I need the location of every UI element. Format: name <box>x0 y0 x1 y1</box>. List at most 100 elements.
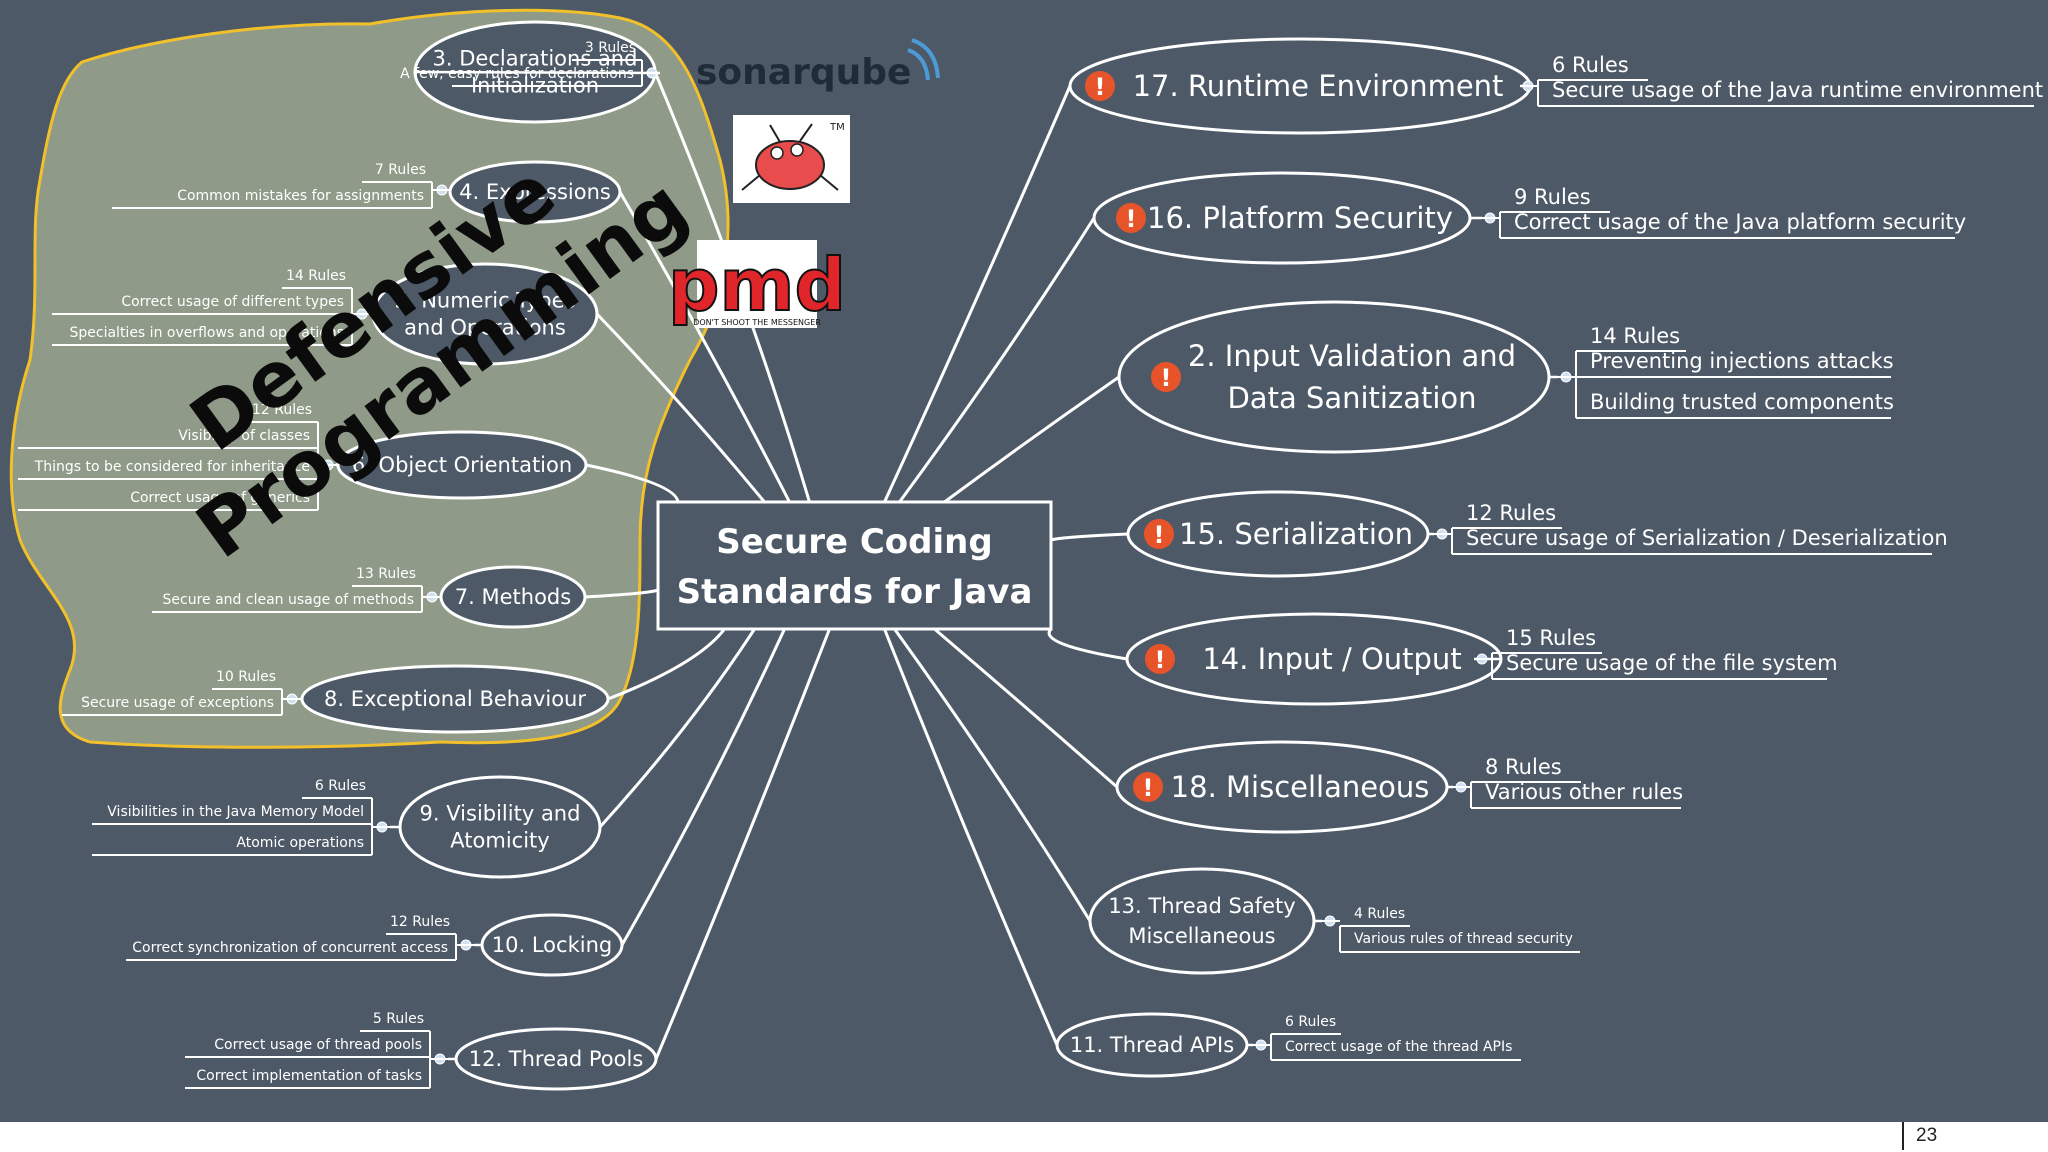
bug-eye-left <box>770 146 784 160</box>
important-mark: ! <box>1095 73 1106 101</box>
sub-rule-label: Secure usage of the file system <box>1506 651 1838 675</box>
sub-rule-label: Building trusted components <box>1590 390 1894 414</box>
pmd-wordmark: pmd <box>668 243 846 327</box>
connector-n6 <box>585 463 680 503</box>
topic-label: 15. Serialization <box>1179 517 1413 551</box>
sub-rule-label: Things to be considered for inheritance <box>34 459 310 475</box>
slide-footer <box>0 1122 2048 1152</box>
bug-leg <box>819 174 839 191</box>
important-icon: ! <box>1145 644 1175 674</box>
rule-count: 6 Rules <box>1552 53 1629 77</box>
sub-rule-label: Common mistakes for assignments <box>177 188 424 204</box>
topic-ellipse <box>1117 300 1551 454</box>
sub-rule-label: Visibility of classes <box>178 428 310 444</box>
topic-label: 9. Visibility and <box>420 802 581 826</box>
connector-n5 <box>595 312 766 503</box>
topic-label: 14. Input / Output <box>1202 642 1461 676</box>
important-icon: ! <box>1116 203 1146 233</box>
pmd-logo-bg <box>697 240 817 328</box>
rule-count: 8 Rules <box>1485 755 1562 779</box>
pmd-tagline: DON'T SHOOT THE MESSENGER <box>693 318 821 327</box>
topic-label: 2. Input Validation and <box>1188 339 1516 373</box>
rule-count: 5 Rules <box>373 1011 424 1027</box>
connector-n14 <box>1047 627 1128 661</box>
rule-count: 3 Rules <box>585 40 636 56</box>
rule-count: 6 Rules <box>1285 1014 1336 1030</box>
rule-count: 14 Rules <box>1590 324 1680 348</box>
important-icon: ! <box>1144 519 1174 549</box>
sonarqube-wave-2 <box>911 38 940 79</box>
bug-eye-right <box>790 143 804 157</box>
topic-label: and Operations <box>404 316 566 340</box>
bug-antenna <box>769 124 781 143</box>
connector-n16 <box>898 217 1096 503</box>
rule-count: 12 Rules <box>1466 501 1556 525</box>
topic-ellipse <box>1088 867 1316 975</box>
sonarqube-wordmark: sonarqube <box>696 52 911 93</box>
rule-count: 10 Rules <box>216 669 276 685</box>
topic-label: Atomicity <box>450 829 549 853</box>
topic-label: Miscellaneous <box>1128 924 1275 948</box>
sub-rule-label: Correct usage of generics <box>130 490 310 506</box>
sub-rule-label: Visibilities in the Java Memory Model <box>107 804 364 820</box>
important-icon: ! <box>1085 71 1115 101</box>
important-icon: ! <box>1151 362 1181 392</box>
sub-rule-label: Secure usage of exceptions <box>81 695 274 711</box>
topic-label: 7. Methods <box>455 585 571 609</box>
sub-rule-label: Correct usage of the Java platform secur… <box>1514 210 1966 234</box>
important-mark: ! <box>1126 205 1137 233</box>
center-title-line2: Standards for Java <box>677 572 1033 612</box>
topic-ellipse <box>398 775 602 879</box>
important-mark: ! <box>1161 364 1172 392</box>
topic-label: 8. Exceptional Behaviour <box>324 687 586 711</box>
rule-count: 15 Rules <box>1506 626 1596 650</box>
topic-label: 13. Thread Safety <box>1108 894 1295 918</box>
important-circle <box>1133 772 1163 802</box>
rule-count: 7 Rules <box>375 162 426 178</box>
topic-label: 3. Declarations and <box>433 47 638 71</box>
rule-count: 4 Rules <box>1354 906 1405 922</box>
branch-stub <box>414 70 661 75</box>
topic-label: 16. Platform Security <box>1147 201 1453 235</box>
connector-n13 <box>893 628 1092 922</box>
topic-label: 17. Runtime Environment <box>1133 69 1504 103</box>
bug-icon <box>755 140 825 190</box>
topic-label: 5. Numeric Types <box>395 289 576 313</box>
important-icon: ! <box>1133 772 1163 802</box>
topic-label: 4. Expressions <box>459 180 611 204</box>
connector-n12 <box>654 628 831 1060</box>
sub-rule-label: Correct usage of the thread APIs <box>1285 1039 1512 1055</box>
sub-rule-label: Specialties in overflows and operations <box>70 325 345 341</box>
connector-n18 <box>933 627 1118 789</box>
sub-rule-label: A few, easy rules for declarations <box>400 66 634 82</box>
important-circle <box>1085 71 1115 101</box>
bug-antenna <box>799 123 813 142</box>
sonarqube-wave-1 <box>907 48 930 81</box>
sub-rule-label: Secure and clean usage of methods <box>163 592 414 608</box>
sonarqube-logo: sonarqube <box>696 38 940 93</box>
rule-count: 14 Rules <box>286 268 346 284</box>
important-circle <box>1145 644 1175 674</box>
sub-rule-label: Atomic operations <box>236 835 364 851</box>
connectors <box>584 71 1129 1060</box>
connector-n8 <box>607 628 726 701</box>
topic-label: 12. Thread Pools <box>469 1047 644 1071</box>
important-mark: ! <box>1143 774 1154 802</box>
center-box <box>656 500 1053 631</box>
sub-rule-label: Various other rules <box>1485 780 1683 804</box>
topic-label: 18. Miscellaneous <box>1171 770 1430 804</box>
